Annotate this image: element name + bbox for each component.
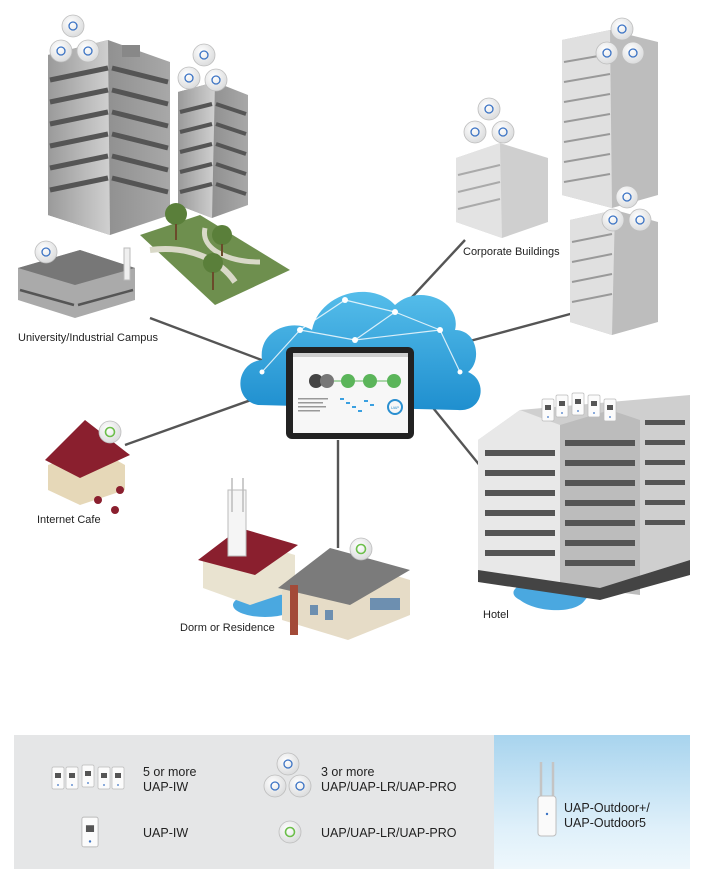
legend-iw-multi-line1: 5 or more — [143, 765, 197, 779]
legend-uap-multi-line1: 3 or more — [321, 765, 375, 779]
hotel — [478, 392, 690, 611]
controller-tablet: UAP — [286, 347, 414, 439]
legend-iw-multi-line2: UAP-IW — [143, 780, 189, 794]
label-hotel: Hotel — [483, 609, 509, 621]
legend-outdoor-line1: UAP-Outdoor+/ — [564, 801, 650, 815]
uap-multi-icon — [263, 752, 312, 798]
legend-outdoor-line2: UAP-Outdoor5 — [564, 816, 646, 830]
iw-multi-icon — [51, 764, 125, 790]
uap-single-icon — [278, 820, 302, 844]
tablet-badge: UAP — [391, 405, 400, 410]
internet-cafe — [45, 420, 130, 514]
legend-uap-single: UAP/UAP-LR/UAP-PRO — [321, 826, 457, 840]
legend-iw-single: UAP-IW — [143, 826, 189, 840]
network-diagram: UAP — [18, 14, 690, 640]
label-dorm-residence: Dorm or Residence — [180, 622, 275, 634]
iw-single-icon — [81, 816, 99, 848]
dorm-residence — [198, 478, 410, 640]
label-university-campus: University/Industrial Campus — [18, 332, 158, 344]
legend-uap-multi-line2: UAP/UAP-LR/UAP-PRO — [321, 780, 457, 794]
legend-outdoor-panel — [494, 735, 690, 869]
label-internet-cafe: Internet Cafe — [37, 514, 101, 526]
university-campus — [18, 14, 290, 318]
corporate-buildings — [456, 17, 658, 335]
label-corporate-buildings: Corporate Buildings — [463, 246, 560, 258]
outdoor-ap-icon — [537, 762, 557, 837]
